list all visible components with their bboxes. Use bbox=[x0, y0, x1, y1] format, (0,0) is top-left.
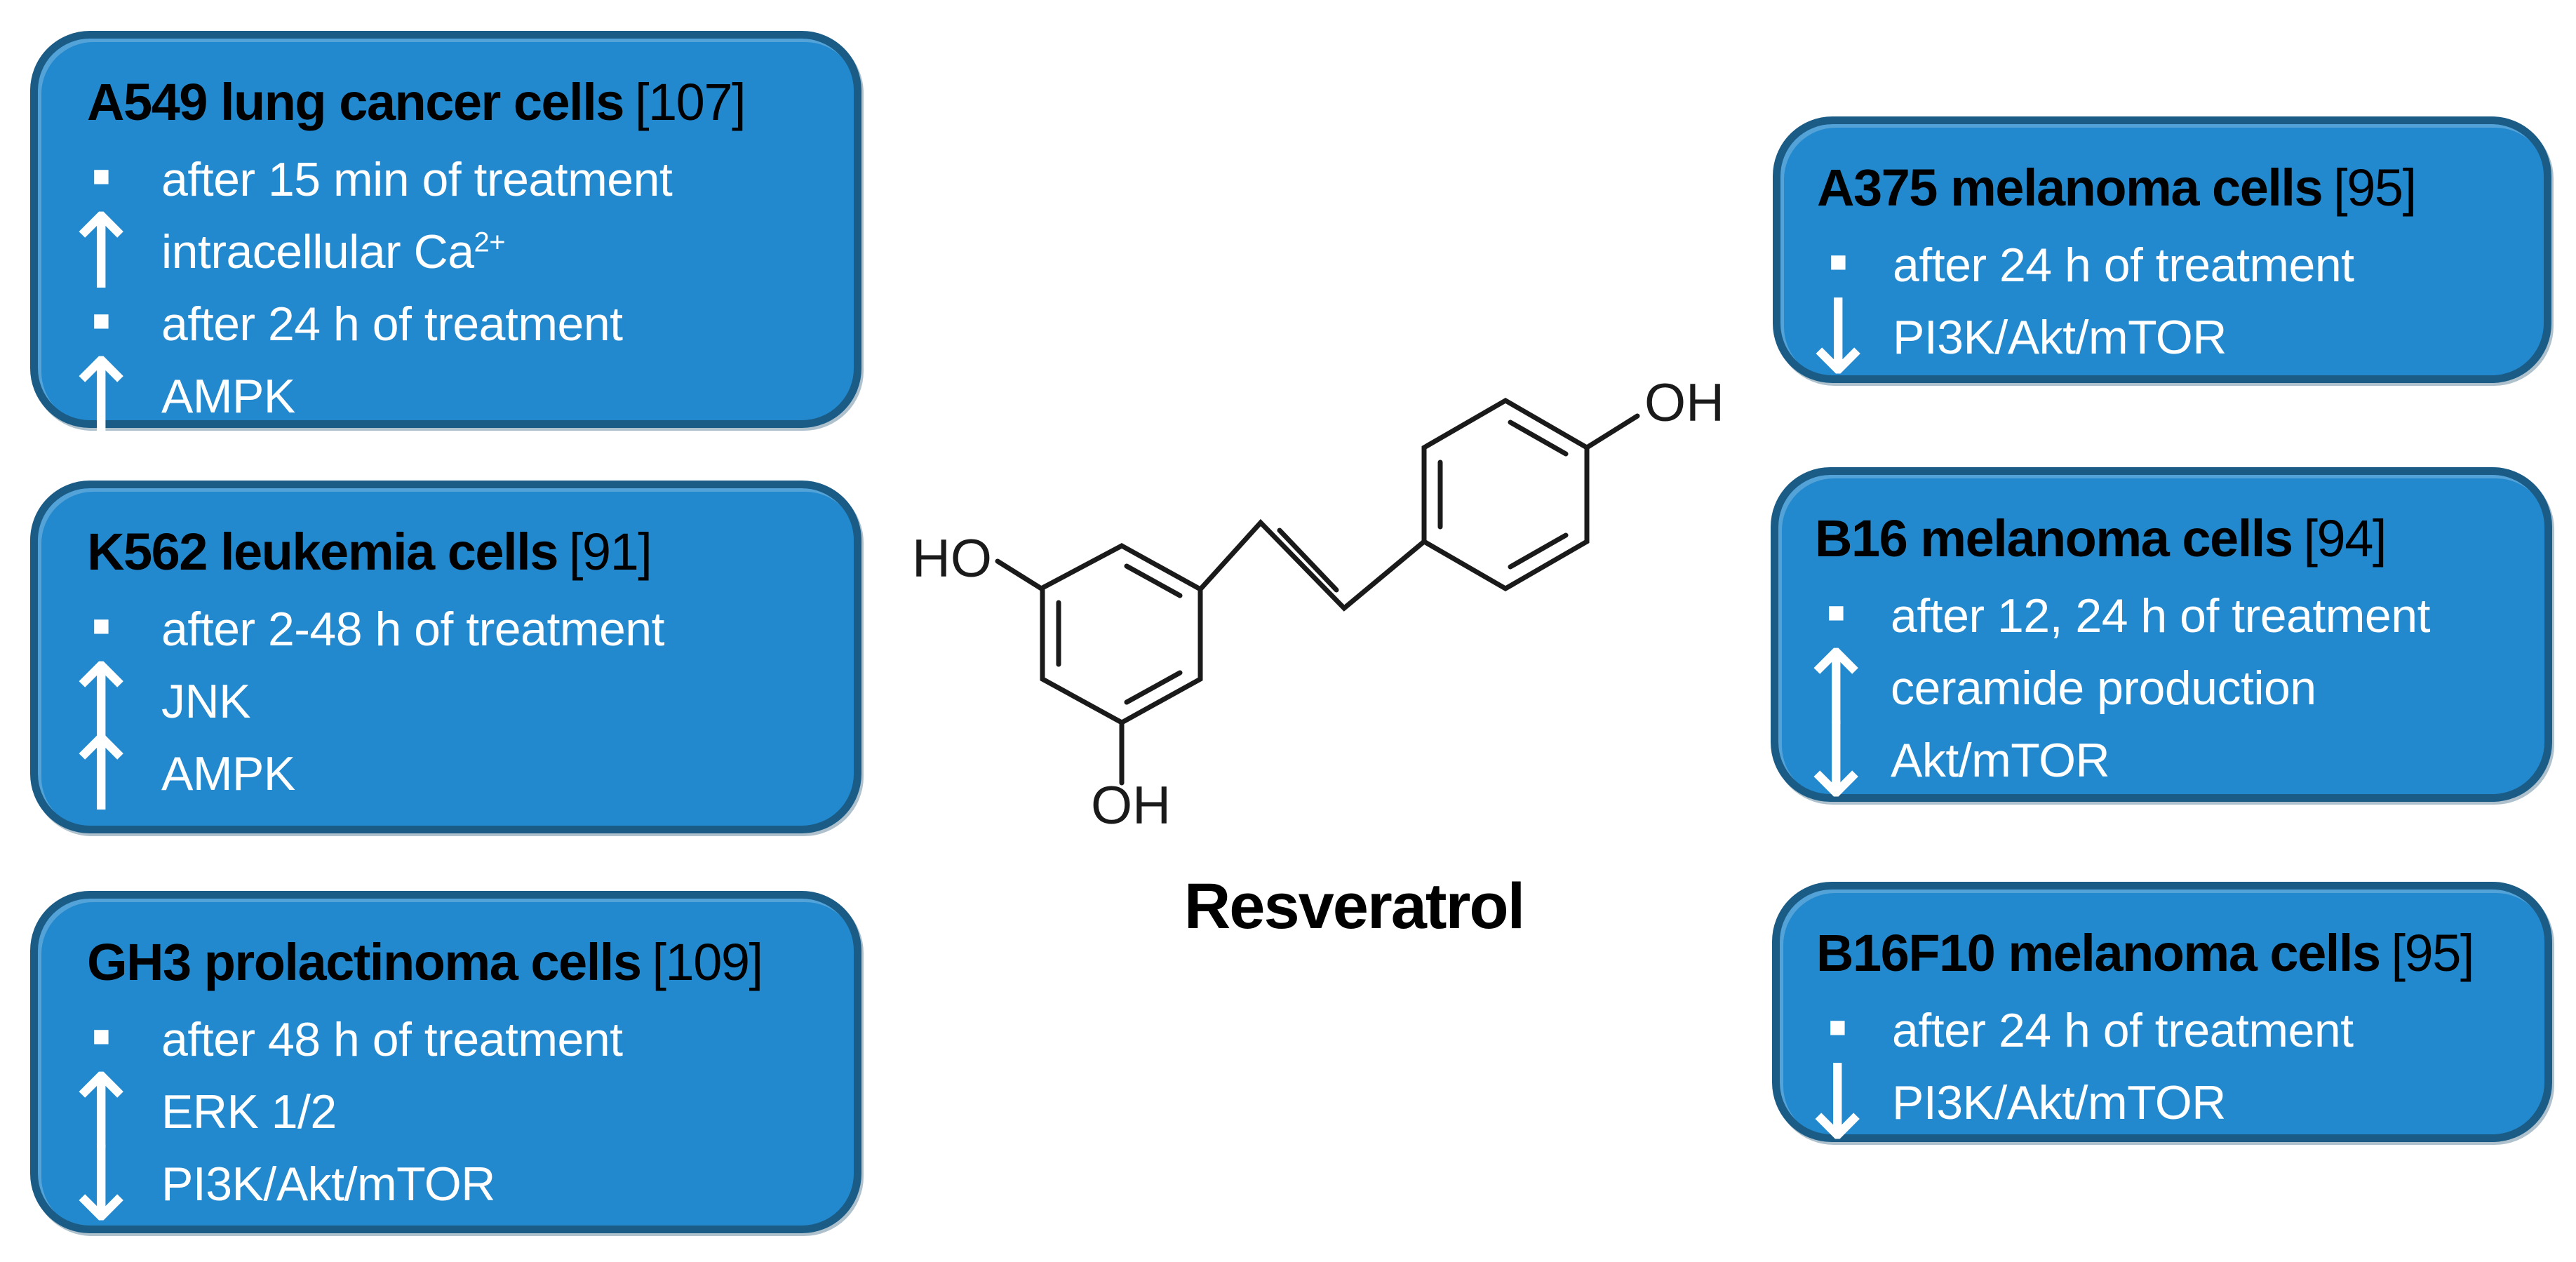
card-b16: B16 melanoma cells[94] ▪ after 12, 24 h … bbox=[1771, 467, 2552, 812]
superscript: 2+ bbox=[474, 226, 506, 257]
up-arrow-icon: ↑ bbox=[58, 191, 145, 312]
molecule-name-label: Resveratrol bbox=[1183, 871, 1525, 942]
line-text: PI3K/Akt/mTOR bbox=[161, 1157, 495, 1211]
card-title: A549 lung cancer cells[107] bbox=[87, 72, 833, 132]
card-k562: K562 leukemia cells[91] ▪ after 2-48 h o… bbox=[30, 481, 861, 833]
bullet-icon: ▪ bbox=[90, 1003, 112, 1068]
treatment-line: ▪ after 15 min of treatment bbox=[66, 143, 833, 215]
effect-line: ↓ PI3K/Akt/mTOR bbox=[58, 1132, 833, 1236]
right-ring-double-bonds bbox=[1437, 419, 1569, 570]
ho-left-bond bbox=[995, 558, 1045, 592]
reference-number: [95] bbox=[2333, 159, 2417, 217]
effect-line: ↑ JNK bbox=[58, 650, 833, 753]
effect-line: ↑ ceramide production bbox=[1792, 636, 2523, 740]
line-text: after 15 min of treatment bbox=[161, 152, 673, 206]
resveratrol-structure: HO OH OH bbox=[912, 373, 1724, 835]
reference-number: [95] bbox=[2391, 924, 2475, 982]
card-gh3: GH3 prolactinoma cells[109] ▪ after 48 h… bbox=[30, 891, 861, 1236]
card-a375: A375 melanoma cells[95] ▪ after 24 h of … bbox=[1773, 116, 2551, 389]
treatment-line: ▪ after 24 h of treatment bbox=[1809, 229, 2523, 301]
bullet-icon: ▪ bbox=[1827, 994, 1848, 1059]
card-title: K562 leukemia cells[91] bbox=[87, 522, 833, 582]
oh-right-bond bbox=[1584, 413, 1640, 450]
line-text: AMPK bbox=[161, 746, 295, 800]
effect-line: ↑ AMPK bbox=[58, 344, 833, 448]
cell-line-name: K562 leukemia cells bbox=[87, 523, 558, 581]
effect-line: ↑ AMPK bbox=[58, 722, 833, 826]
treatment-line: ▪ after 2-48 h of treatment bbox=[66, 593, 833, 665]
bullet-icon: ▪ bbox=[1825, 579, 1846, 644]
effect-line: ↓ PI3K/Akt/mTOR bbox=[1795, 286, 2523, 389]
bullet-icon: ▪ bbox=[90, 288, 112, 352]
effect-line: ↑ intracellular Ca2+ bbox=[58, 200, 833, 304]
bullet-icon: ▪ bbox=[90, 143, 112, 208]
up-arrow-icon: ↑ bbox=[1792, 627, 1879, 749]
vinyl-double-bond bbox=[1277, 528, 1339, 593]
card-title: B16 melanoma cells[94] bbox=[1815, 509, 2523, 568]
cell-line-name: GH3 prolactinoma cells bbox=[87, 933, 642, 991]
line-text: JNK bbox=[161, 674, 250, 728]
down-arrow-icon: ↓ bbox=[1792, 699, 1879, 821]
left-benzene-ring bbox=[1040, 543, 1203, 725]
line-text: after 2-48 h of treatment bbox=[161, 602, 665, 656]
right-benzene-ring bbox=[1421, 397, 1590, 592]
down-arrow-icon: ↓ bbox=[1794, 1042, 1881, 1163]
card-title: A375 melanoma cells[95] bbox=[1817, 158, 2523, 217]
line-text: after 24 h of treatment bbox=[161, 297, 623, 351]
line-text: intracellular Ca2+ bbox=[161, 224, 506, 279]
treatment-line: ▪ after 12, 24 h of treatment bbox=[1806, 579, 2523, 652]
line-text: after 24 h of treatment bbox=[1892, 1003, 2354, 1057]
oh-right-label: OH bbox=[1644, 373, 1724, 433]
treatment-line: ▪ after 24 h of treatment bbox=[66, 288, 833, 360]
card-title: B16F10 melanoma cells[95] bbox=[1816, 923, 2523, 983]
line-text: PI3K/Akt/mTOR bbox=[1892, 1075, 2226, 1129]
left-ring-double-bonds bbox=[1056, 563, 1183, 705]
line-text-main: intracellular Ca bbox=[161, 224, 474, 278]
treatment-line: ▪ after 48 h of treatment bbox=[66, 1003, 833, 1075]
ho-left-label: HO bbox=[912, 529, 992, 589]
up-arrow-icon: ↑ bbox=[58, 640, 145, 762]
down-arrow-icon: ↓ bbox=[1795, 276, 1881, 398]
up-arrow-icon: ↑ bbox=[58, 335, 145, 457]
effect-line: ↑ ERK 1/2 bbox=[58, 1060, 833, 1164]
line-text: Akt/mTOR bbox=[1891, 733, 2110, 787]
reference-number: [109] bbox=[652, 933, 764, 991]
line-text: ceramide production bbox=[1891, 661, 2316, 715]
vinyl-bridge bbox=[1198, 518, 1427, 612]
cell-line-name: A375 melanoma cells bbox=[1817, 159, 2323, 217]
up-arrow-icon: ↑ bbox=[58, 1051, 145, 1172]
line-text: AMPK bbox=[161, 369, 295, 423]
reference-number: [94] bbox=[2303, 509, 2387, 568]
card-a549: A549 lung cancer cells[107] ▪ after 15 m… bbox=[30, 31, 861, 448]
cell-line-name: B16 melanoma cells bbox=[1815, 509, 2293, 568]
line-text: after 48 h of treatment bbox=[161, 1012, 623, 1066]
effect-line: ↓ PI3K/Akt/mTOR bbox=[1794, 1051, 2523, 1155]
line-text: after 12, 24 h of treatment bbox=[1891, 589, 2430, 643]
line-text: ERK 1/2 bbox=[161, 1085, 337, 1139]
reference-number: [91] bbox=[568, 523, 652, 581]
up-arrow-icon: ↑ bbox=[58, 713, 145, 834]
reference-number: [107] bbox=[634, 73, 746, 131]
bullet-icon: ▪ bbox=[90, 593, 112, 657]
down-arrow-icon: ↓ bbox=[58, 1123, 145, 1244]
cell-line-name: A549 lung cancer cells bbox=[87, 73, 624, 131]
effect-line: ↓ Akt/mTOR bbox=[1792, 709, 2523, 812]
cell-line-name: B16F10 melanoma cells bbox=[1816, 924, 2381, 982]
line-text: PI3K/Akt/mTOR bbox=[1893, 310, 2227, 364]
line-text: after 24 h of treatment bbox=[1893, 238, 2354, 292]
oh-bottom-label: OH bbox=[1091, 776, 1171, 835]
card-b16f10: B16F10 melanoma cells[95] ▪ after 24 h o… bbox=[1772, 882, 2552, 1155]
card-title: GH3 prolactinoma cells[109] bbox=[87, 932, 833, 992]
treatment-line: ▪ after 24 h of treatment bbox=[1808, 994, 2523, 1066]
bullet-icon: ▪ bbox=[1827, 229, 1849, 293]
